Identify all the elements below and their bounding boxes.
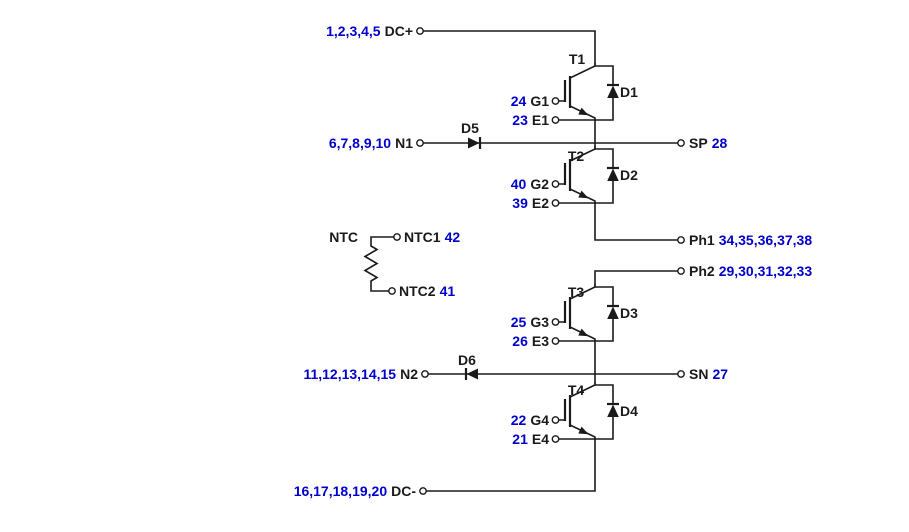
circuit-wires — [363, 30, 679, 492]
terminal-ph2 — [677, 267, 685, 275]
ph2-label: Ph2 29,30,31,32,33 — [689, 263, 812, 280]
n2-label: 11,12,13,14,15 N2 — [303, 366, 418, 383]
terminal-ntc1 — [393, 233, 401, 241]
ph2-pin-numbers: 29,30,31,32,33 — [718, 263, 813, 279]
d1-text: D1 — [620, 84, 638, 100]
g1-pin-number: 24 — [510, 93, 527, 109]
g1-name: G1 — [530, 93, 549, 109]
d3-designator: D3 — [620, 305, 638, 322]
e3-label: 26 E3 — [512, 333, 549, 350]
igbt-t1-symbol — [551, 62, 597, 125]
e4-pin-number: 21 — [512, 431, 528, 447]
t3-text: T3 — [567, 284, 585, 300]
dc-plus-pin-numbers: 1,2,3,4,5 — [326, 23, 381, 39]
diode-d2-symbol — [593, 147, 621, 205]
terminal-ph1 — [677, 236, 685, 244]
n1-pin-numbers: 6,7,8,9,10 — [328, 135, 392, 151]
e4-label: 21 E4 — [512, 431, 549, 448]
e1-name: E1 — [531, 112, 549, 128]
d2-text: D2 — [620, 167, 638, 183]
ntc-name: NTC — [329, 229, 358, 245]
g4-pin-number: 22 — [510, 412, 527, 428]
terminal-dc-minus — [419, 487, 427, 495]
e1-pin-number: 23 — [512, 112, 528, 128]
dc-plus-name: DC+ — [384, 23, 413, 39]
ph1-label: Ph1 34,35,36,37,38 — [689, 232, 812, 249]
d5-designator: D5 — [461, 120, 479, 137]
e1-label: 23 E1 — [512, 112, 549, 129]
e2-pin-number: 39 — [512, 195, 528, 211]
n2-pin-numbers: 11,12,13,14,15 — [303, 366, 397, 382]
ntc2-label: NTC2 41 — [399, 283, 455, 300]
g2-name: G2 — [530, 176, 549, 192]
terminal-ntc2 — [388, 287, 396, 295]
sp-label: SP 28 — [689, 135, 727, 152]
t3-designator: T3 — [568, 284, 584, 301]
dc-minus-label: 16,17,18,19,20 DC- — [294, 483, 416, 500]
dc-minus-pin-numbers: 16,17,18,19,20 — [293, 483, 388, 499]
sn-name: SN — [689, 366, 709, 382]
n1-label: 6,7,8,9,10 N1 — [329, 135, 413, 152]
ntc1-label: NTC1 42 — [404, 229, 460, 246]
t4-designator: T4 — [568, 382, 584, 399]
dc-plus-label: 1,2,3,4,5 DC+ — [326, 23, 413, 40]
sn-pin-number: 27 — [712, 366, 729, 382]
t1-designator: T1 — [569, 51, 585, 68]
ph2-name: Ph2 — [689, 263, 715, 279]
e3-pin-number: 26 — [512, 333, 528, 349]
diode-d3-symbol — [593, 285, 621, 343]
t4-text: T4 — [567, 382, 585, 398]
sp-name: SP — [689, 135, 708, 151]
t2-text: T2 — [567, 148, 585, 164]
terminal-n2 — [421, 370, 429, 378]
d1-designator: D1 — [620, 84, 638, 101]
g3-name: G3 — [530, 314, 549, 330]
g3-label: 25 G3 — [511, 314, 549, 331]
ntc1-name: NTC1 — [404, 229, 441, 245]
d3-text: D3 — [620, 305, 638, 321]
ntc-label: NTC — [329, 229, 358, 246]
g1-label: 24 G1 — [511, 93, 549, 110]
g2-label: 40 G2 — [511, 176, 549, 193]
ntc2-name: NTC2 — [399, 283, 436, 299]
terminal-sn — [677, 370, 685, 378]
e3-name: E3 — [531, 333, 549, 349]
d4-text: D4 — [620, 403, 638, 419]
ph1-name: Ph1 — [689, 232, 715, 248]
terminal-n1 — [416, 139, 424, 147]
g2-pin-number: 40 — [510, 176, 527, 192]
diode-d6-symbol — [464, 368, 478, 380]
d4-designator: D4 — [620, 403, 638, 420]
g3-pin-number: 25 — [510, 314, 527, 330]
e4-name: E4 — [531, 431, 549, 447]
d5-text: D5 — [461, 120, 479, 136]
diode-d5-symbol — [468, 137, 482, 149]
terminal-dc-plus — [416, 27, 424, 35]
d6-text: D6 — [458, 352, 476, 368]
t2-designator: T2 — [568, 148, 584, 165]
sp-pin-number: 28 — [711, 135, 728, 151]
n1-name: N1 — [395, 135, 413, 151]
sn-label: SN 27 — [689, 366, 728, 383]
terminal-sp — [677, 139, 685, 147]
dc-minus-name: DC- — [391, 483, 416, 499]
ntc1-pin-number: 42 — [444, 229, 461, 245]
g4-label: 22 G4 — [511, 412, 549, 429]
e2-label: 39 E2 — [512, 195, 549, 212]
g4-name: G4 — [530, 412, 549, 428]
diode-d1-symbol — [593, 64, 621, 122]
t1-text: T1 — [568, 51, 586, 67]
e2-name: E2 — [531, 195, 549, 211]
diode-d4-symbol — [593, 383, 621, 441]
ph1-pin-numbers: 34,35,36,37,38 — [718, 232, 813, 248]
n2-name: N2 — [400, 366, 418, 382]
ntc2-pin-number: 41 — [439, 283, 456, 299]
d2-designator: D2 — [620, 167, 638, 184]
d6-designator: D6 — [458, 352, 476, 369]
